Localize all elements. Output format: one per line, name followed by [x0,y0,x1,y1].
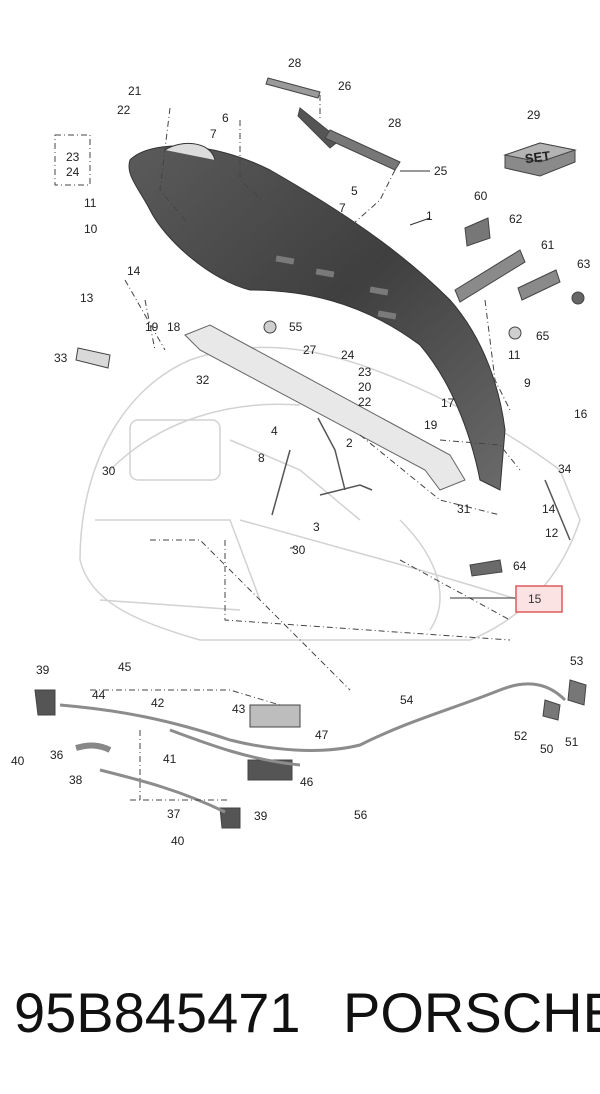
parts-diagram: SET 28 26 28 29 21 [11,56,591,848]
callout-18: 18 [167,320,181,334]
part-number: 95B845471 [14,981,301,1044]
callout-labels: 28 26 28 29 21 22 6 7 23 24 25 5 7 60 11… [11,56,591,848]
callout-25: 25 [434,164,448,178]
callout-2: 2 [346,436,353,450]
callout-43: 43 [232,702,246,716]
callout-7-b: 7 [339,201,346,215]
callout-32: 32 [196,373,210,387]
exploded-view-drawing: SET 28 26 28 29 21 [11,56,591,848]
callout-52: 52 [514,729,528,743]
callout-45: 45 [118,660,132,674]
callout-23-a: 23 [66,150,80,164]
callout-3: 3 [313,520,320,534]
callout-31: 31 [457,502,471,516]
callout-53: 53 [570,654,584,668]
callout-1: 1 [426,209,433,223]
callout-51: 51 [565,735,579,749]
callout-65: 65 [536,329,550,343]
callout-28-a: 28 [288,56,302,70]
callout-14-b: 14 [542,502,556,516]
callout-5: 5 [351,184,358,198]
callout-64: 64 [513,559,527,573]
callout-33: 33 [54,351,68,365]
highlight-box-15 [515,585,563,613]
callout-9: 9 [524,376,531,390]
hinge-assembly [271,417,571,541]
callout-10: 10 [84,222,98,236]
callout-19-a: 19 [145,320,159,334]
callout-8: 8 [258,451,265,465]
callout-39-b: 39 [254,809,268,823]
leader-lines [54,95,521,801]
callout-22-a: 22 [117,103,131,117]
callout-11-a: 11 [84,196,97,210]
callout-24-b: 24 [341,348,355,362]
callout-17: 17 [441,396,455,410]
brand-name: PORSCHE [343,981,600,1044]
callout-15: 15 [528,592,542,606]
callout-28-b: 28 [388,116,402,130]
callout-26: 26 [338,79,352,93]
set-label: SET [524,148,551,166]
callout-11-b: 11 [508,348,521,362]
callout-30-b: 30 [292,543,306,557]
caption: 95B845471 PORSCHE [0,975,600,1055]
callout-34: 34 [558,462,572,476]
callout-19-b: 19 [424,418,438,432]
callout-55: 55 [289,320,303,334]
set-box: SET [503,142,577,177]
callout-30-a: 30 [102,464,116,478]
callout-50: 50 [540,742,554,756]
callout-13: 13 [80,291,94,305]
small-parts [34,77,587,829]
callout-36: 36 [50,748,64,762]
callout-23-b: 23 [358,365,372,379]
callout-21: 21 [128,84,142,98]
callout-41: 41 [163,752,177,766]
front-cross-member [184,324,466,491]
callout-20: 20 [358,380,372,394]
callout-56: 56 [354,808,368,822]
callout-61: 61 [541,238,555,252]
callout-60: 60 [474,189,488,203]
callout-22-b: 22 [358,395,372,409]
callout-12: 12 [545,526,559,540]
callout-46: 46 [300,775,314,789]
callout-7-a: 7 [210,127,217,141]
callout-44: 44 [92,688,106,702]
callout-16: 16 [574,407,588,421]
callout-29: 29 [527,108,541,122]
callout-37: 37 [167,807,181,821]
callout-38: 38 [69,773,83,787]
callout-63: 63 [577,257,591,271]
callout-39-a: 39 [36,663,50,677]
front-hood [128,142,506,491]
callout-24-a: 24 [66,165,80,179]
callout-47: 47 [315,728,329,742]
callout-40-b: 40 [171,834,185,848]
callout-14-a: 14 [127,264,141,278]
callout-27: 27 [303,343,317,357]
callout-4: 4 [271,424,278,438]
callout-62: 62 [509,212,523,226]
callout-40-a: 40 [11,754,25,768]
callout-leaders [290,170,515,599]
callout-54: 54 [400,693,414,707]
release-cables [59,682,567,814]
callout-6: 6 [222,111,229,125]
callout-42: 42 [151,696,165,710]
